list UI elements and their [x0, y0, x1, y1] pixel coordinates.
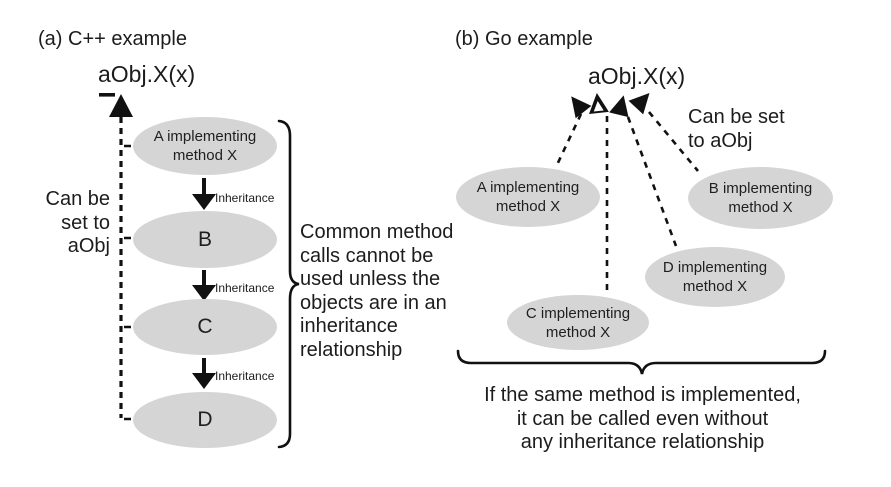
group-brace: [277, 119, 300, 449]
class-node-c: C: [133, 299, 277, 355]
node-connector-dashes: [124, 144, 139, 421]
inheritance-arrow-icon: [192, 178, 216, 210]
class-node-b: B: [133, 211, 277, 268]
panel-a-title: (a) C++ example: [38, 28, 187, 50]
inheritance-label: Inheritance: [215, 281, 275, 295]
panel-a-call-expression: aObj.X(x): [98, 61, 196, 87]
inheritance-label: Inheritance: [215, 191, 275, 205]
call-arrowheads-icon: [571, 92, 650, 119]
type-node-d: D implementing method X: [645, 247, 785, 307]
bottom-brace: [456, 349, 827, 375]
panel-b-call-expression: aObj.X(x): [588, 63, 686, 89]
panel-a-brace-note: Common method calls cannot be used unles…: [300, 221, 454, 361]
inheritance-arrow-icon: [192, 270, 216, 301]
panel-a-side-note: Can be set to aObj: [45, 188, 111, 257]
panel-b-side-note: Can be set to aObj: [688, 106, 785, 152]
inheritance-arrow-icon: [192, 358, 216, 389]
type-node-b: B implementing method X: [688, 167, 833, 229]
panel-b-title: (b) Go example: [455, 28, 593, 50]
panel-b-bottom-note: If the same method is implemented, it ca…: [484, 384, 801, 453]
class-node-a: A implementing method X: [133, 117, 277, 175]
type-node-a: A implementing method X: [456, 167, 600, 227]
assignment-up-arrow-icon: [99, 93, 133, 117]
class-node-d: D: [133, 392, 277, 448]
inheritance-label: Inheritance: [215, 369, 275, 383]
type-node-c: C implementing method X: [507, 295, 649, 350]
